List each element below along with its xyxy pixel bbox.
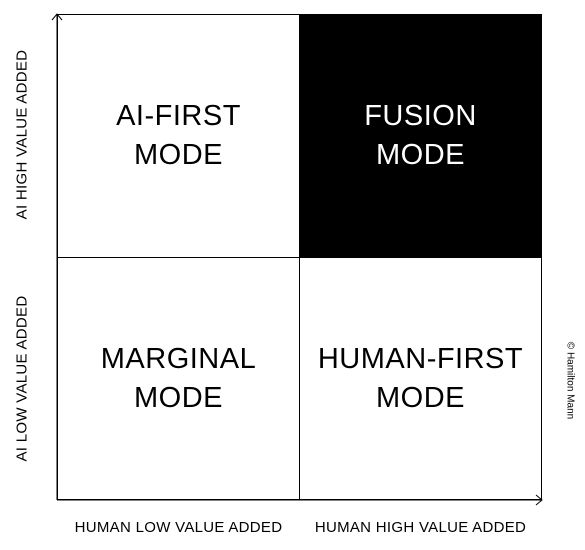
quadrant-label: FUSION MODE <box>300 97 541 175</box>
x-axis-label-high: HUMAN HIGH VALUE ADDED <box>314 519 527 536</box>
quadrant-title-line2: MODE <box>134 381 223 414</box>
quadrant-title-line2: MODE <box>134 139 223 171</box>
quadrant-title-line1: FUSION <box>364 100 477 132</box>
quadrant-title-line2: MODE <box>376 139 465 171</box>
quadrant-marginal: MARGINAL MODE <box>57 257 300 500</box>
quadrant-title-line1: AI-FIRST <box>116 100 241 132</box>
x-axis-arrowhead <box>535 494 543 506</box>
x-axis-label-low: HUMAN LOW VALUE ADDED <box>74 519 283 536</box>
quadrant-fusion: FUSION MODE <box>299 14 542 258</box>
quadrant-ai-first: AI-FIRST MODE <box>57 14 300 258</box>
quadrant-title-line1: MARGINAL <box>100 342 257 375</box>
y-axis-label-high: AI HIGH VALUE ADDED <box>13 49 31 220</box>
quadrant-title-line2: MODE <box>376 381 465 414</box>
quadrant-label: HUMAN-FIRST MODE <box>300 340 541 418</box>
copyright-notice: © Hamilton Mann <box>564 341 576 420</box>
quadrant-label: MARGINAL MODE <box>58 340 299 418</box>
quadrant-human-first: HUMAN-FIRST MODE <box>299 257 542 500</box>
quadrant-title-line1: HUMAN-FIRST <box>317 342 524 375</box>
y-axis-label-low: AI LOW VALUE ADDED <box>13 295 31 462</box>
value-matrix: AI-FIRST MODE FUSION MODE MARGINAL MODE … <box>57 14 542 500</box>
quadrant-label: AI-FIRST MODE <box>58 97 299 175</box>
